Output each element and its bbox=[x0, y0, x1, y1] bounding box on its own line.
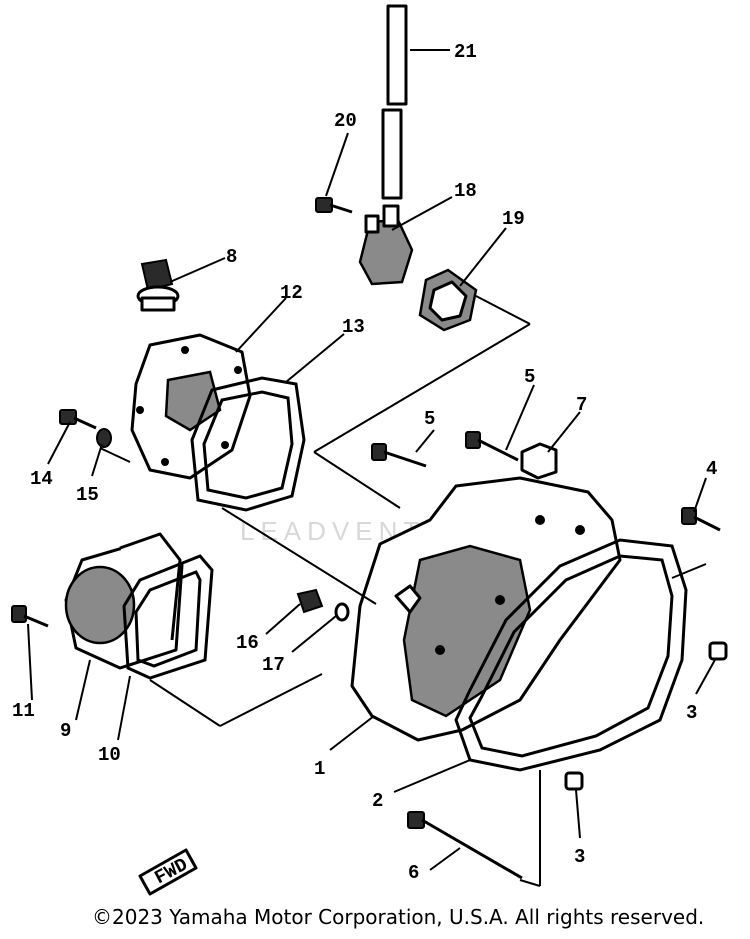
copyright-notice: ©2023 Yamaha Motor Corporation, U.S.A. A… bbox=[92, 905, 705, 929]
callout-12[interactable]: 12 bbox=[280, 282, 303, 304]
callout-19[interactable]: 19 bbox=[502, 208, 525, 230]
callout-13[interactable]: 13 bbox=[342, 316, 365, 338]
part-14-bolt[interactable] bbox=[59, 409, 97, 430]
part-20-bolt[interactable] bbox=[315, 197, 353, 214]
part-21-hose[interactable] bbox=[381, 4, 408, 200]
callout-21[interactable]: 21 bbox=[454, 41, 477, 63]
part-1-crankcase-cover[interactable] bbox=[350, 476, 622, 742]
callout-2[interactable]: 2 bbox=[372, 790, 383, 812]
part-10-gasket[interactable] bbox=[122, 554, 214, 680]
callout-1[interactable]: 1 bbox=[314, 758, 325, 780]
callout-16[interactable]: 16 bbox=[236, 632, 259, 654]
fwd-marker: FWD bbox=[138, 848, 198, 896]
part-11-bolt[interactable] bbox=[11, 605, 49, 628]
leader-lines bbox=[27, 49, 717, 887]
callout-3-lower[interactable]: 3 bbox=[574, 846, 585, 868]
callout-20[interactable]: 20 bbox=[334, 110, 357, 132]
part-13-gasket[interactable] bbox=[190, 376, 306, 512]
part-17-washer[interactable] bbox=[334, 602, 350, 622]
callout-15[interactable]: 15 bbox=[76, 484, 99, 506]
callout-7[interactable]: 7 bbox=[576, 394, 587, 416]
callout-5-left[interactable]: 5 bbox=[424, 408, 435, 430]
part-18-fitting[interactable] bbox=[358, 204, 414, 286]
part-12-pump-cover[interactable] bbox=[130, 333, 252, 480]
callout-11[interactable]: 11 bbox=[12, 700, 35, 722]
callout-4[interactable]: 4 bbox=[706, 458, 717, 480]
callout-18[interactable]: 18 bbox=[454, 180, 477, 202]
part-16-bolt[interactable] bbox=[296, 588, 324, 614]
part-8-filler-cap[interactable] bbox=[136, 258, 180, 312]
callouts: 21 20 18 19 8 12 13 5 7 5 4 14 15 16 17 … bbox=[12, 41, 717, 884]
callout-3-upper[interactable]: 3 bbox=[686, 702, 697, 724]
callout-9[interactable]: 9 bbox=[60, 720, 71, 742]
callout-8[interactable]: 8 bbox=[226, 246, 237, 268]
part-3-dowel-upper[interactable] bbox=[708, 641, 728, 661]
part-5-bolt-right[interactable] bbox=[465, 431, 519, 462]
part-15-washer[interactable] bbox=[96, 428, 112, 448]
part-6-long-bolt[interactable] bbox=[407, 811, 523, 880]
part-7-clamp[interactable] bbox=[520, 442, 558, 480]
part-4-bolt[interactable] bbox=[681, 507, 721, 532]
part-3-dowel-lower[interactable] bbox=[564, 771, 584, 791]
callout-10[interactable]: 10 bbox=[98, 744, 121, 766]
part-5-bolt-left[interactable] bbox=[371, 443, 427, 468]
callout-5-right[interactable]: 5 bbox=[524, 366, 535, 388]
callout-14[interactable]: 14 bbox=[30, 468, 53, 490]
part-9-cover[interactable] bbox=[64, 532, 184, 670]
callout-17[interactable]: 17 bbox=[262, 654, 285, 676]
part-19-cover-plate[interactable] bbox=[418, 268, 478, 332]
callout-6[interactable]: 6 bbox=[408, 862, 419, 884]
